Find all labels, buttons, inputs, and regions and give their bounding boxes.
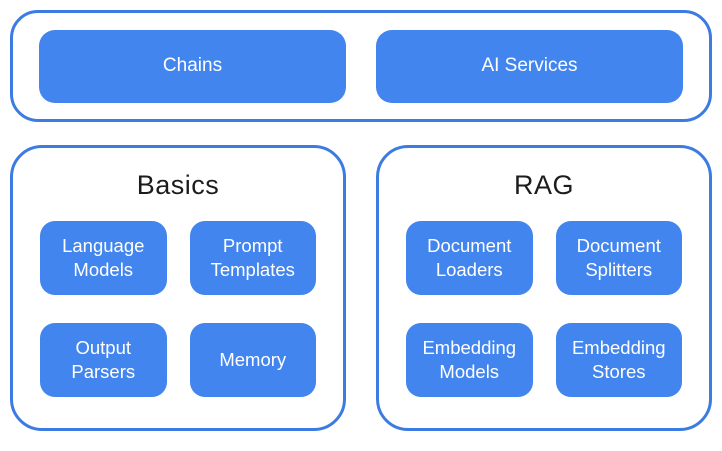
group-basics-title: Basics <box>136 170 220 200</box>
group-rag-title: RAG <box>513 170 574 200</box>
group-rag-grid: Document Loaders Document Splitters Embe… <box>406 221 682 397</box>
node-ai-services: AI Services <box>376 29 683 103</box>
group-rag: RAG Document Loaders Document Splitters … <box>376 145 712 431</box>
group-basics: Basics Language Models Prompt Templates … <box>10 145 346 431</box>
architecture-diagram: Chains AI Services Basics Language Model… <box>10 10 712 431</box>
bottom-groups-row: Basics Language Models Prompt Templates … <box>10 145 712 431</box>
node-output-parsers: Output Parsers <box>40 323 167 397</box>
node-prompt-templates: Prompt Templates <box>189 221 316 295</box>
top-layer-container: Chains AI Services <box>10 10 712 122</box>
node-chains: Chains <box>39 29 346 103</box>
node-document-splitters: Document Splitters <box>555 221 682 295</box>
node-embedding-stores: Embedding Stores <box>555 323 682 397</box>
node-language-models: Language Models <box>40 221 167 295</box>
node-embedding-models: Embedding Models <box>406 323 533 397</box>
node-document-loaders: Document Loaders <box>406 221 533 295</box>
group-basics-grid: Language Models Prompt Templates Output … <box>40 221 316 397</box>
node-memory: Memory <box>189 323 316 397</box>
